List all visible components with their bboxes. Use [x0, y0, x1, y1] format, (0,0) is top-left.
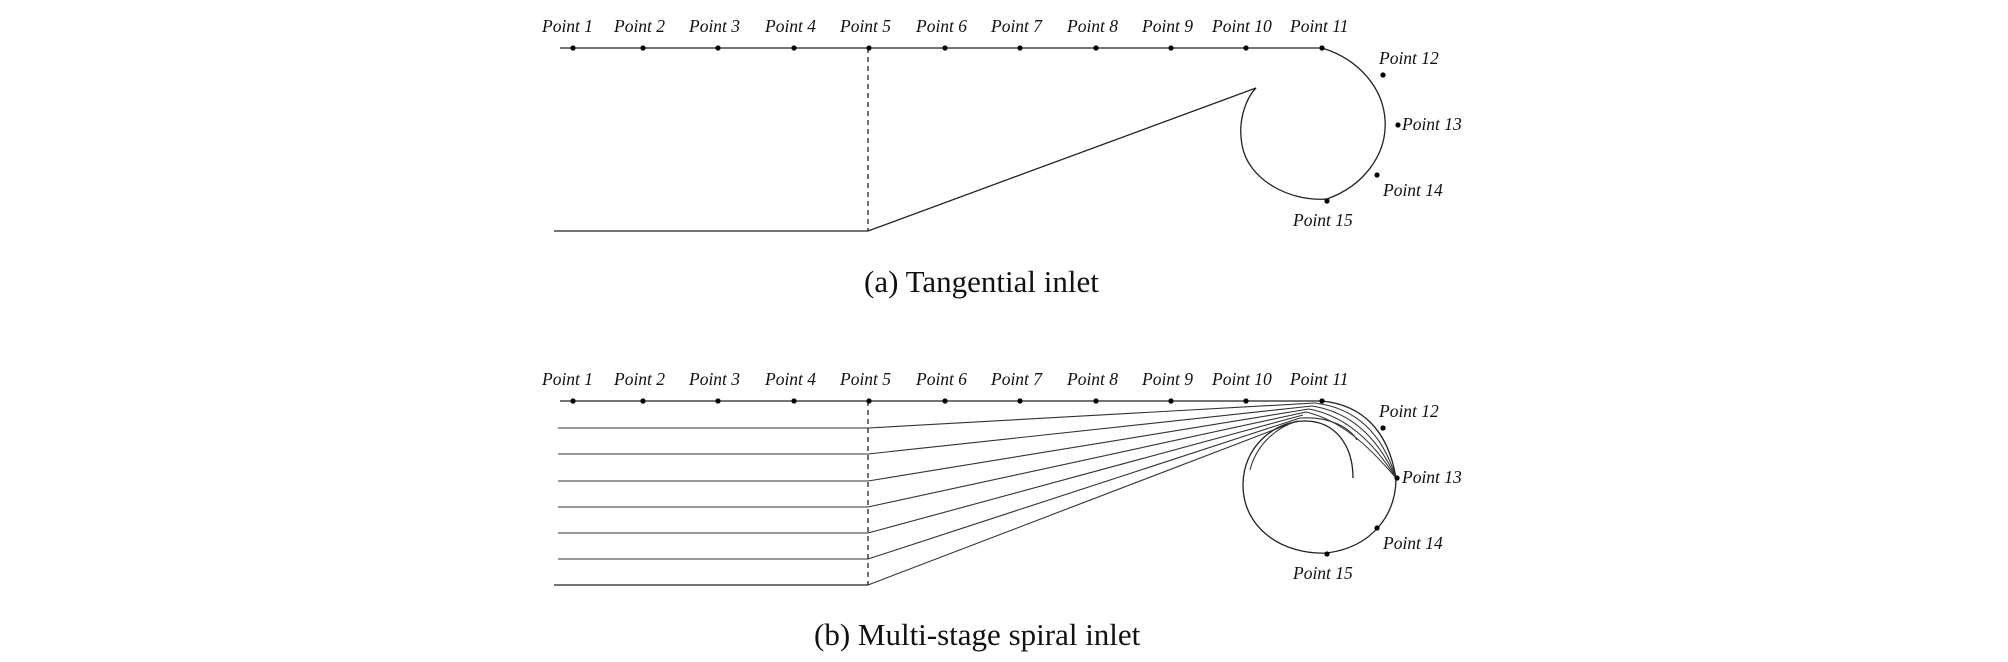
outer-spiral-arc — [1321, 400, 1397, 479]
point-label: Point 11 — [1289, 16, 1349, 36]
point-label: Point 14 — [1382, 180, 1443, 200]
point-marker — [1324, 198, 1330, 204]
point-label: Point 3 — [688, 16, 740, 36]
stage-ramp — [867, 417, 1301, 560]
point-label: Point 10 — [1211, 369, 1272, 389]
caption-panel-a: (a) Tangential inlet — [864, 264, 1099, 299]
point-marker — [866, 398, 872, 404]
point-marker — [570, 45, 576, 51]
caption-panel-b: (b) Multi-stage spiral inlet — [814, 617, 1141, 652]
point-marker — [715, 45, 721, 51]
point-label: Point 12 — [1378, 401, 1439, 421]
point-marker — [1374, 172, 1380, 178]
inner-spiral-arc — [1240, 87, 1328, 200]
point-label: Point 4 — [764, 369, 816, 389]
outer-spiral-arc — [1305, 411, 1397, 479]
stage-ramp — [867, 402, 1316, 429]
point-marker — [791, 398, 797, 404]
outer-spiral-arc — [1314, 402, 1397, 479]
point-marker — [640, 45, 646, 51]
point-markers — [570, 398, 1400, 557]
point-marker — [1168, 398, 1174, 404]
point-label: Point 6 — [915, 16, 967, 36]
point-marker — [1374, 525, 1380, 531]
point-marker — [866, 45, 872, 51]
point-label: Point 4 — [764, 16, 816, 36]
stage-ramp — [867, 420, 1298, 586]
point-label: Point 1 — [541, 16, 593, 36]
point-marker — [791, 45, 797, 51]
point-label: Point 15 — [1292, 563, 1353, 583]
stage-ramps — [867, 402, 1316, 586]
point-label: Point 8 — [1066, 16, 1118, 36]
point-label: Point 13 — [1401, 467, 1462, 487]
point-marker — [1324, 551, 1330, 557]
inner-spiral-arc — [1299, 417, 1358, 441]
point-label: Point 13 — [1401, 114, 1462, 134]
point-marker — [1243, 398, 1249, 404]
outer-spiral-arc — [1311, 405, 1397, 479]
point-label: Point 10 — [1211, 16, 1272, 36]
outer-spiral-arc — [1321, 47, 1386, 200]
stage-ramp — [867, 405, 1313, 455]
point-label: Point 7 — [990, 369, 1043, 389]
point-marker — [1243, 45, 1249, 51]
point-marker — [1319, 398, 1325, 404]
spiral-outer-arcs — [1305, 400, 1397, 479]
point-labels: Point 1 Point 2 Point 3 Point 4 Point 5 … — [541, 369, 1462, 583]
point-marker — [715, 398, 721, 404]
point-marker — [1380, 425, 1386, 431]
point-label: Point 11 — [1289, 369, 1349, 389]
point-marker — [1017, 398, 1023, 404]
point-label: Point 5 — [839, 369, 891, 389]
stage-lines — [554, 427, 868, 586]
point-marker — [640, 398, 646, 404]
point-label: Point 7 — [990, 16, 1043, 36]
point-marker — [1395, 122, 1401, 128]
point-label: Point 9 — [1141, 16, 1193, 36]
point-marker — [1168, 45, 1174, 51]
point-marker — [942, 398, 948, 404]
panel-tangential-inlet: Point 1 Point 2 Point 3 Point 4 Point 5 … — [541, 16, 1462, 299]
point-marker — [1319, 45, 1325, 51]
point-label: Point 12 — [1378, 48, 1439, 68]
point-marker — [570, 398, 576, 404]
point-markers — [570, 45, 1401, 204]
point-label: Point 1 — [541, 369, 593, 389]
point-label: Point 8 — [1066, 369, 1118, 389]
point-marker — [1380, 72, 1386, 78]
outer-spiral-arc — [1308, 408, 1397, 479]
point-label: Point 15 — [1292, 210, 1353, 230]
point-labels: Point 1 Point 2 Point 3 Point 4 Point 5 … — [541, 16, 1462, 230]
point-label: Point 2 — [613, 369, 665, 389]
point-marker — [1394, 475, 1400, 481]
stage-ramp — [867, 408, 1310, 482]
inlet-diagonal-line — [867, 87, 1257, 232]
point-label: Point 5 — [839, 16, 891, 36]
point-label: Point 6 — [915, 369, 967, 389]
point-label: Point 14 — [1382, 533, 1443, 553]
stage-ramp — [867, 411, 1307, 508]
point-marker — [1017, 45, 1023, 51]
stage-ramp — [867, 414, 1304, 534]
point-label: Point 2 — [613, 16, 665, 36]
point-marker — [1093, 45, 1099, 51]
panel-multi-stage-spiral-inlet: Point 1 Point 2 Point 3 Point 4 Point 5 … — [541, 369, 1462, 652]
point-label: Point 3 — [688, 369, 740, 389]
point-marker — [1093, 398, 1099, 404]
inner-spiral-arc — [1242, 420, 1354, 554]
point-label: Point 9 — [1141, 369, 1193, 389]
inner-spiral-arc — [1249, 420, 1298, 471]
point-marker — [942, 45, 948, 51]
